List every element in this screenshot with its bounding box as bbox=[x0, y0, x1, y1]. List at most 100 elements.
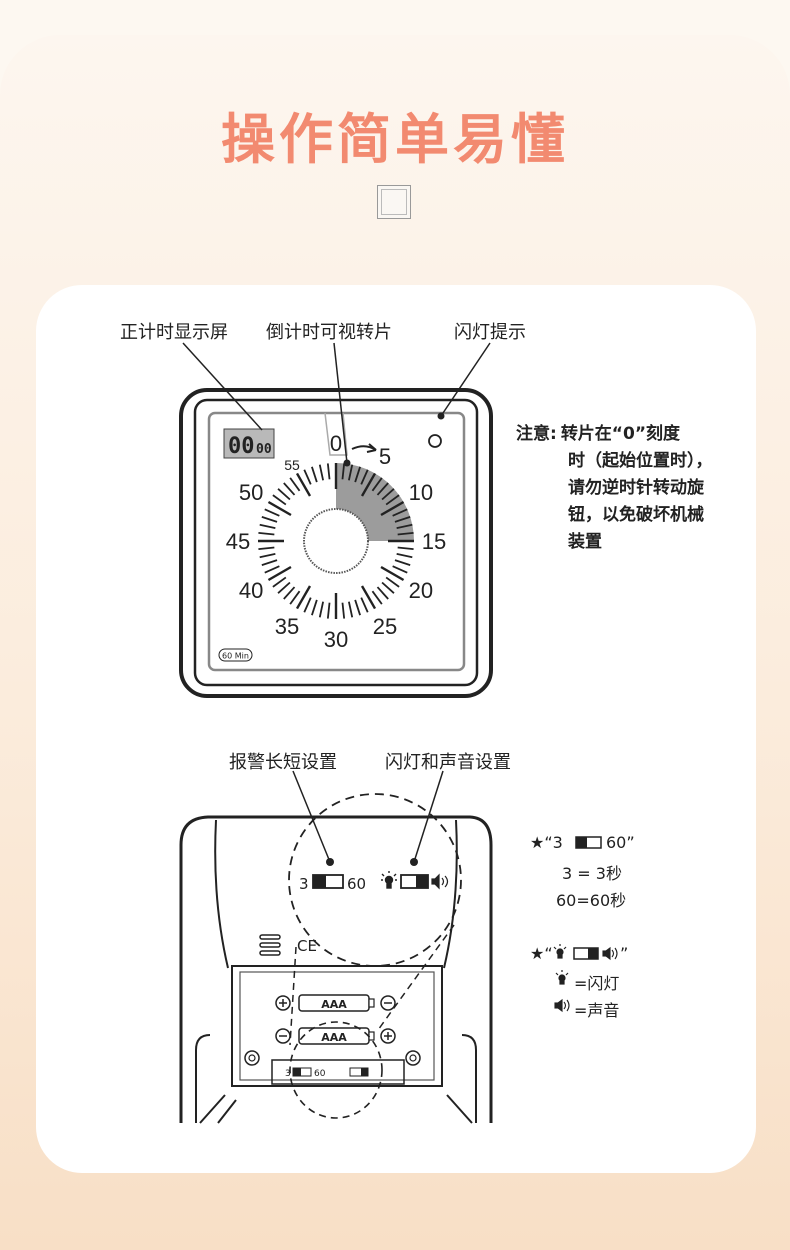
dial-tick bbox=[371, 590, 383, 605]
dial-tick bbox=[348, 464, 354, 481]
dial-tick bbox=[326, 463, 331, 480]
dial-tick bbox=[261, 559, 278, 566]
dial-tick bbox=[277, 581, 291, 594]
dial-tick bbox=[376, 482, 389, 496]
dial-tick bbox=[283, 586, 296, 600]
dial-number: 55 bbox=[284, 457, 300, 473]
dial-number: 45 bbox=[226, 529, 250, 554]
note-line: 转片在“0”刻度 bbox=[560, 424, 680, 444]
dial-tick bbox=[397, 531, 414, 536]
back-body bbox=[179, 815, 493, 1123]
dial-tick bbox=[289, 590, 301, 605]
dial-tick bbox=[381, 581, 395, 594]
label-flash: 闪灯提示 bbox=[454, 322, 526, 343]
dial-tick bbox=[259, 553, 276, 559]
dial-tick bbox=[360, 585, 377, 610]
dial-tick bbox=[303, 597, 312, 613]
flash-light bbox=[428, 434, 442, 448]
dial-tick bbox=[360, 472, 377, 497]
disc-leader bbox=[333, 342, 348, 464]
dial-tick bbox=[295, 472, 312, 497]
lcd-screen bbox=[223, 428, 275, 459]
bulb-icon bbox=[381, 871, 397, 889]
legend-sound: =声音 bbox=[574, 1001, 620, 1020]
legend-speaker-icon-2 bbox=[554, 998, 570, 1013]
dial-number: 40 bbox=[239, 578, 263, 603]
legend-bulb-icon bbox=[553, 944, 567, 959]
dial-tick bbox=[267, 565, 292, 582]
flash-leader bbox=[440, 342, 491, 417]
dial-tick bbox=[311, 599, 318, 616]
dial-tick bbox=[397, 546, 414, 551]
dial-tick bbox=[394, 516, 411, 523]
label-display: 正计时显示屏 bbox=[120, 322, 228, 343]
legend-flash: =闪灯 bbox=[574, 974, 620, 993]
legend-alarm-3: 3 = 3秒 bbox=[562, 864, 622, 883]
dial-tick bbox=[283, 482, 296, 496]
legend-alarm-60: 60=60秒 bbox=[556, 891, 627, 910]
center-knob bbox=[303, 508, 369, 574]
timer-face bbox=[207, 411, 466, 672]
display-leader bbox=[182, 342, 263, 431]
dial-tick bbox=[303, 469, 312, 485]
legend-mode-title-end: ” bbox=[620, 944, 629, 963]
dial-tick bbox=[354, 466, 361, 483]
legend-mode-title: ★“ bbox=[530, 944, 553, 963]
dial-tick bbox=[394, 559, 411, 566]
dial-tick bbox=[354, 599, 361, 616]
dial-ticks bbox=[258, 463, 414, 619]
dial-tick bbox=[392, 565, 408, 574]
dial-tick bbox=[385, 576, 400, 588]
ce-mark: CE bbox=[297, 937, 317, 955]
legend-speaker-icon bbox=[602, 946, 618, 961]
note-line: 装置 bbox=[568, 532, 602, 552]
label-flash-sound: 闪灯和声音设置 bbox=[385, 752, 511, 773]
page-title: 操作简单易懂 bbox=[221, 108, 569, 171]
small-switch-right-label: 60 bbox=[314, 1069, 326, 1079]
note-line: 钮，以免破坏机械 bbox=[568, 505, 704, 525]
dial-tick bbox=[326, 602, 331, 619]
lcd-digits: 00 bbox=[228, 434, 255, 459]
dial-tick bbox=[267, 500, 292, 517]
dial-tick bbox=[295, 585, 312, 610]
note-line: 时（起始位置时）， bbox=[568, 451, 713, 471]
dial-tick bbox=[371, 477, 383, 492]
dial-tick bbox=[277, 488, 291, 501]
legend-bulb-icon-2 bbox=[555, 970, 569, 985]
dial-tick bbox=[264, 565, 280, 574]
label-disc: 倒计时可视转片 bbox=[266, 322, 392, 343]
battery-compartment bbox=[231, 965, 443, 1087]
dial-tick bbox=[396, 523, 413, 529]
dial-number: 25 bbox=[373, 614, 397, 639]
timer-outer-frame bbox=[179, 388, 493, 698]
dial-tick bbox=[264, 508, 280, 517]
alarm-switch-left-label: 3 bbox=[299, 875, 309, 893]
dial-number: 30 bbox=[324, 627, 348, 652]
dial-tick bbox=[380, 500, 405, 517]
duration-badge bbox=[218, 648, 253, 662]
dial-tick bbox=[272, 576, 287, 588]
legend-alarm-title: ★“3 bbox=[530, 833, 563, 852]
content-card bbox=[36, 285, 756, 1173]
speaker-icon bbox=[431, 873, 449, 890]
dial-tick bbox=[289, 477, 301, 492]
dial-number: 0 bbox=[330, 431, 342, 456]
dial-number: 5 bbox=[379, 444, 391, 469]
dial-tick bbox=[341, 463, 346, 480]
speaker-grille bbox=[259, 934, 281, 956]
disc-tab bbox=[324, 412, 348, 456]
duration-badge-label: 60 Min bbox=[222, 652, 249, 661]
dial-tick bbox=[341, 602, 346, 619]
timer-inner-frame bbox=[193, 398, 479, 687]
zoom-circle bbox=[288, 793, 462, 967]
dial-tick bbox=[272, 494, 287, 506]
dial-tick bbox=[258, 531, 275, 536]
caution-note: 注意:转片在“0”刻度 时（起始位置时）， 请勿逆时针转动旋 钮，以免破坏机械 … bbox=[516, 421, 736, 556]
note-head: 注意: bbox=[516, 424, 557, 444]
zoom-source-circle bbox=[289, 1021, 383, 1119]
dial-number: 35 bbox=[275, 614, 299, 639]
dial-tick bbox=[360, 597, 369, 613]
label-alarm: 报警长短设置 bbox=[229, 752, 337, 773]
